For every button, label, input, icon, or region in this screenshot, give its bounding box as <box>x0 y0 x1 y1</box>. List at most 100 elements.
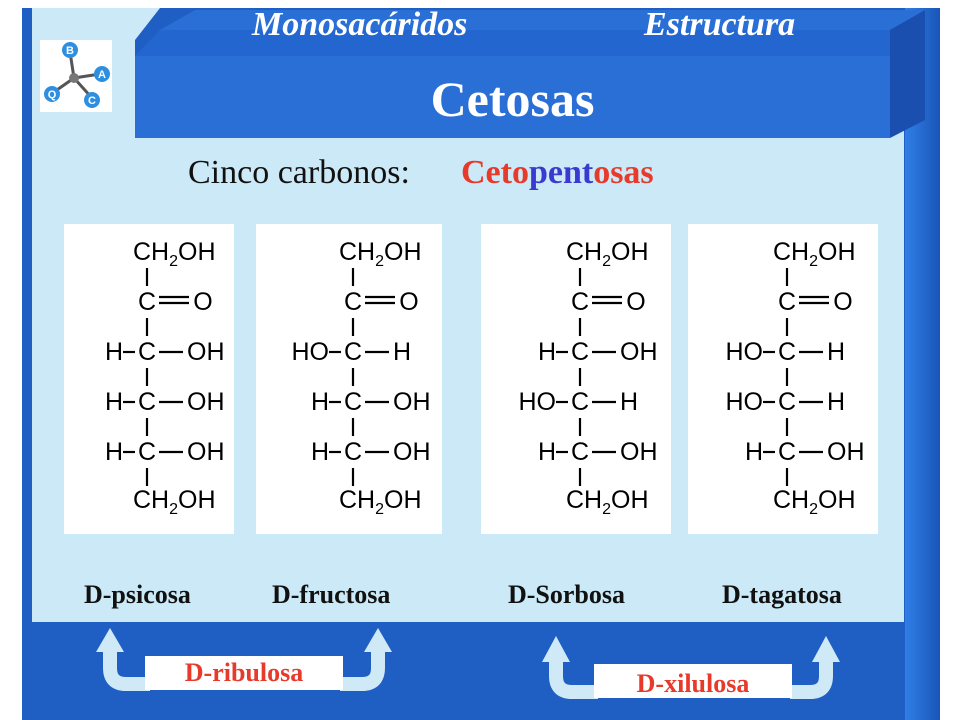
molecule-logo-icon: B A C Q <box>40 40 112 112</box>
pair-label-ribulosa: D-ribulosa <box>145 656 343 690</box>
carbonyl-carbon: C <box>571 288 589 316</box>
chiral-carbon: C <box>571 388 589 416</box>
left-substituent: H <box>105 388 123 416</box>
chiral-carbon: C <box>778 338 796 366</box>
oh-text: OH <box>611 486 649 514</box>
section-label-left: Monosacáridos <box>252 6 468 43</box>
right-substituent: OH <box>620 438 658 466</box>
chiral-carbon: C <box>138 388 156 416</box>
carbonyl-carbon: C <box>778 288 796 316</box>
carbonyl-oxygen: O <box>833 288 852 316</box>
left-substituent: H <box>105 338 123 366</box>
right-substituent: OH <box>393 388 431 416</box>
oh-text: OH <box>384 238 422 266</box>
right-substituent: H <box>827 338 845 366</box>
left-substituent: HO <box>726 338 764 366</box>
right-substituent: OH <box>620 338 658 366</box>
top-ch2oh: CH2OH <box>339 238 422 270</box>
top-ch2oh: CH2OH <box>133 238 216 270</box>
term-osas: osas <box>593 154 654 191</box>
subscript-2: 2 <box>809 501 818 518</box>
chiral-carbon: C <box>571 338 589 366</box>
ch-text: CH <box>133 238 169 266</box>
right-substituent: OH <box>393 438 431 466</box>
chiral-carbon: C <box>344 388 362 416</box>
left-substituent: H <box>745 438 763 466</box>
chiral-carbon: C <box>344 338 362 366</box>
page-title: Cetosas <box>430 71 595 127</box>
right-substituent: H <box>393 338 411 366</box>
right-substituent: OH <box>827 438 865 466</box>
left-substituent: HO <box>726 388 764 416</box>
subscript-2: 2 <box>809 253 818 270</box>
subscript-2: 2 <box>169 253 178 270</box>
left-substituent: H <box>311 438 329 466</box>
subscript-2: 2 <box>602 253 611 270</box>
bottom-ch2oh: CH2OH <box>773 486 856 518</box>
ch-text: CH <box>773 486 809 514</box>
subscript-2: 2 <box>375 501 384 518</box>
svg-text:B: B <box>66 45 74 57</box>
ch-text: CH <box>339 486 375 514</box>
bottom-ch2oh: CH2OH <box>566 486 649 518</box>
term-ceto: Ceto <box>461 154 529 191</box>
oh-text: OH <box>818 486 856 514</box>
term-pent: pent <box>528 154 594 191</box>
ch-text: CH <box>566 238 602 266</box>
chiral-carbon: C <box>778 438 796 466</box>
carbonyl-oxygen: O <box>193 288 212 316</box>
right-substituent: OH <box>187 388 225 416</box>
carbonyl-carbon: C <box>344 288 362 316</box>
chiral-carbon: C <box>138 338 156 366</box>
oh-text: OH <box>818 238 856 266</box>
svg-text:C: C <box>88 95 96 107</box>
right-substituent: OH <box>187 438 225 466</box>
arrow-tagatosa <box>790 660 833 699</box>
oh-text: OH <box>611 238 649 266</box>
carbonyl-carbon: C <box>138 288 156 316</box>
subscript-2: 2 <box>375 253 384 270</box>
ch-text: CH <box>773 238 809 266</box>
top-ch2oh: CH2OH <box>566 238 649 270</box>
left-substituent: H <box>538 338 556 366</box>
arrow-psicosa <box>103 650 150 691</box>
subtitle-lead: Cinco carbonos: <box>188 154 410 191</box>
top-ch2oh: CH2OH <box>773 238 856 270</box>
ch-text: CH <box>566 486 602 514</box>
right-substituent: H <box>620 388 638 416</box>
svg-text:A: A <box>98 69 106 81</box>
arrow-fructosa <box>340 650 385 691</box>
title-banner <box>135 56 890 138</box>
structure-name-3: D-Sorbosa <box>508 580 626 609</box>
left-substituent: H <box>538 438 556 466</box>
subscript-2: 2 <box>602 501 611 518</box>
right-substituent: H <box>827 388 845 416</box>
svg-text:Q: Q <box>48 89 57 101</box>
subscript-2: 2 <box>169 501 178 518</box>
oh-text: OH <box>178 238 216 266</box>
structure-name-4: D-tagatosa <box>722 580 842 609</box>
structure-name-1: D-psicosa <box>84 580 191 609</box>
chiral-carbon: C <box>344 438 362 466</box>
chiral-carbon: C <box>778 388 796 416</box>
chiral-carbon: C <box>138 438 156 466</box>
carbonyl-oxygen: O <box>399 288 418 316</box>
pair-label-xilulosa: D-xilulosa <box>594 664 792 698</box>
subtitle-term: Cetopentosas <box>461 154 654 192</box>
chiral-carbon: C <box>571 438 589 466</box>
ch-text: CH <box>339 238 375 266</box>
left-substituent: H <box>105 438 123 466</box>
structure-name-2: D-fructosa <box>272 580 391 609</box>
bottom-ch2oh: CH2OH <box>133 486 216 518</box>
oh-text: OH <box>384 486 422 514</box>
carbonyl-oxygen: O <box>626 288 645 316</box>
